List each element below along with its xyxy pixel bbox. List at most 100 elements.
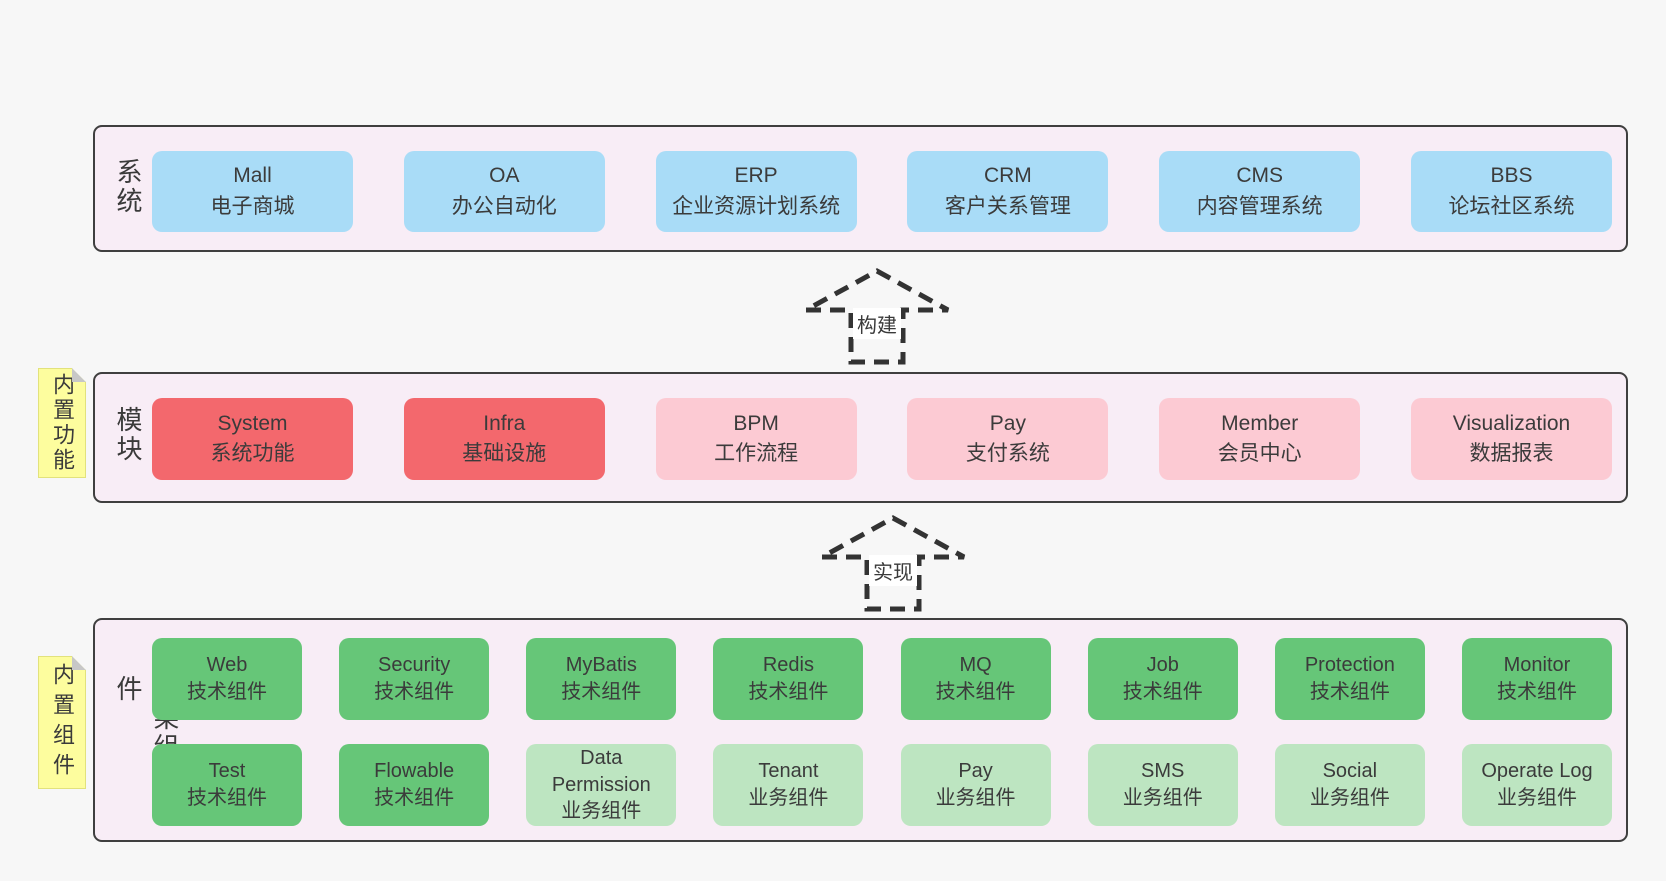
box-bpm: BPM 工作流程	[655, 398, 857, 480]
box-subtitle: 技术组件	[561, 681, 642, 703]
module-row: System 系统功能 Infra 基础设施 BPM 工作流程 Pay 支付系统 Member 会…	[152, 398, 1612, 480]
band-business-systems: 业务系统 Mall电子商城OA办公自动化ERP企业资源计划系统CRM客户关系管理…	[93, 125, 1628, 252]
box-cms: CMS 内容管理系统	[1159, 151, 1361, 232]
box-subtitle: 客户关系管理	[944, 194, 1071, 218]
box-title: Flowable	[374, 760, 455, 783]
box-title: Operate Log	[1481, 760, 1593, 783]
sticky-note-text: 内置组件	[50, 662, 75, 783]
box-member: Member 会员中心	[1159, 398, 1361, 480]
box-subtitle: 技术组件	[1122, 681, 1203, 703]
box-security: Security 技术组件	[339, 638, 490, 720]
box-title: BBS	[1490, 164, 1533, 188]
box-title: BPM	[733, 411, 779, 435]
box-subtitle: 基础设施	[462, 442, 547, 465]
box-tenant: Tenant 业务组件	[713, 744, 864, 826]
box-subtitle: 技术组件	[374, 787, 455, 809]
box-subtitle: 业务组件	[935, 787, 1016, 809]
box-oa: OA 办公自动化	[403, 151, 605, 232]
box-title: Monitor	[1503, 654, 1571, 677]
box-title: SMS	[1141, 760, 1185, 783]
box-title: MyBatis	[565, 654, 637, 677]
box-mybatis: MyBatis 技术组件	[526, 638, 677, 720]
box-crm: CRM 客户关系管理	[907, 151, 1109, 232]
arrow-label: 实现	[869, 555, 917, 586]
box-title: Test	[208, 760, 246, 783]
box-subtitle: 数据报表	[1469, 442, 1554, 465]
box-subtitle: 业务组件	[561, 800, 642, 823]
box-mq: MQ 技术组件	[900, 638, 1051, 720]
up-arrow-icon	[804, 268, 950, 365]
box-data-permission: Data Permission 业务组件	[526, 744, 677, 826]
box-subtitle: 业务组件	[748, 787, 829, 809]
box-title: OA	[489, 164, 520, 188]
box-subtitle: 支付系统	[965, 442, 1050, 465]
box-title: ERP	[734, 164, 778, 188]
box-subtitle: 技术组件	[187, 681, 267, 703]
box-subtitle: 工作流程	[714, 442, 799, 465]
box-bbs: BBS 论坛社区系统	[1410, 151, 1612, 232]
box-subtitle: 论坛社区系统	[1448, 194, 1575, 218]
module-row: Mall 电子商城 OA 办公自动化 ERP 企业资源计划系统 CRM 客户关系管理 CMS 内容…	[152, 151, 1612, 232]
box-subtitle: 技术组件	[748, 681, 829, 703]
box-title: Job	[1146, 654, 1179, 677]
box-operate-log: Operate Log 业务组件	[1461, 744, 1612, 826]
box-title: Web	[206, 654, 248, 677]
box-subtitle: 业务组件	[1122, 787, 1203, 809]
box-infra: Infra 基础设施	[403, 398, 605, 480]
band-box-rows: System 系统功能 Infra 基础设施 BPM 工作流程 Pay 支付系统 Member 会…	[152, 398, 1612, 480]
band-framework-components: 框架组件 Web技术组件Security技术组件MyBatis技术组件Redis…	[93, 618, 1628, 842]
box-subtitle: 技术组件	[935, 681, 1016, 703]
box-title: Member	[1221, 411, 1299, 435]
arrow-label: 构建	[853, 308, 901, 339]
box-protection: Protection 技术组件	[1274, 638, 1425, 720]
box-system: System 系统功能	[152, 398, 353, 480]
box-sms: SMS 业务组件	[1087, 744, 1238, 826]
box-subtitle: 会员中心	[1217, 442, 1302, 465]
box-subtitle: 业务组件	[1496, 787, 1577, 809]
box-test: Test 技术组件	[152, 744, 302, 826]
box-monitor: Monitor 技术组件	[1461, 638, 1612, 720]
box-subtitle: 内容管理系统	[1196, 194, 1323, 218]
box-title: Data Permission	[551, 747, 651, 796]
box-title: Mall	[233, 164, 272, 188]
box-pay: Pay 支付系统	[907, 398, 1109, 480]
box-title: Security	[378, 654, 451, 677]
box-subtitle: 技术组件	[374, 681, 455, 703]
box-subtitle: 技术组件	[1496, 681, 1577, 703]
build-arrow: 构建	[804, 268, 950, 365]
box-subtitle: 企业资源计划系统	[672, 194, 841, 218]
box-title: Infra	[483, 411, 526, 435]
sticky-note-built-in-features: 内置功能	[38, 368, 86, 478]
box-title: CRM	[983, 164, 1032, 188]
box-visualization: Visualization 数据报表	[1410, 398, 1612, 480]
box-subtitle: 办公自动化	[451, 194, 557, 218]
implement-arrow: 实现	[820, 515, 966, 612]
box-erp: ERP 企业资源计划系统	[655, 151, 857, 232]
box-subtitle: 技术组件	[187, 787, 267, 809]
box-title: System	[217, 411, 288, 435]
sticky-note-text: 内置功能	[50, 373, 75, 473]
box-title: Pay	[989, 411, 1026, 435]
sticky-note-built-in-components: 内置组件	[38, 656, 86, 789]
box-pay: Pay 业务组件	[900, 744, 1051, 826]
box-web: Web 技术组件	[152, 638, 302, 720]
box-subtitle: 系统功能	[210, 442, 295, 465]
box-title: Visualization	[1452, 411, 1571, 435]
box-subtitle: 技术组件	[1309, 681, 1390, 703]
box-job: Job 技术组件	[1087, 638, 1238, 720]
box-subtitle: 电子商城	[210, 194, 295, 218]
box-title: MQ	[959, 654, 992, 677]
band-box-rows: Mall 电子商城 OA 办公自动化 ERP 企业资源计划系统 CRM 客户关系管理 CMS 内容…	[152, 151, 1612, 232]
box-flowable: Flowable 技术组件	[339, 744, 490, 826]
box-title: Pay	[958, 760, 993, 783]
box-title: CMS	[1236, 164, 1284, 188]
box-title: Protection	[1304, 654, 1395, 677]
box-mall: Mall 电子商城	[152, 151, 353, 232]
box-title: Tenant	[758, 760, 819, 783]
